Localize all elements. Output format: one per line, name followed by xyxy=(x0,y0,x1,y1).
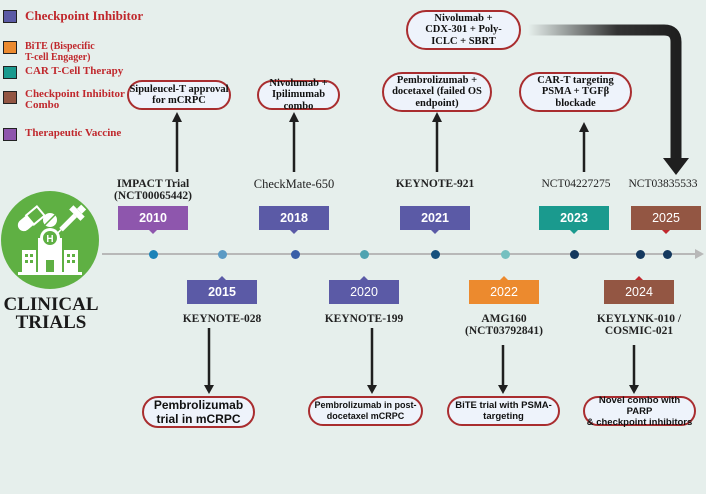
trial-name-2022: AMG160 (NCT03792841) xyxy=(465,313,543,337)
event-description-2021: Pembrolizumab + docetaxel (failed OS end… xyxy=(382,72,492,112)
big-arrowhead-2025 xyxy=(663,158,689,175)
legend-swatch-car-t xyxy=(3,66,17,79)
timeline-dot-2023[interactable] xyxy=(569,250,579,259)
big-arrow-2025 xyxy=(528,24,682,160)
arrow-up-2023 xyxy=(579,122,589,172)
legend-label: Checkpoint Inhibitor Combo xyxy=(25,88,125,111)
timeline-dot-2022[interactable] xyxy=(500,250,510,259)
timeline-arrowhead xyxy=(695,249,704,259)
legend-label: Checkpoint Inhibitor xyxy=(25,8,144,23)
event-description-2018: Nivolumab + Ipilimumab combo xyxy=(257,78,340,112)
timeline-dot-2025[interactable] xyxy=(662,250,672,259)
event-description-2015: Pembrolizumab trial in mCRPC xyxy=(142,396,255,428)
event-description-2010: Sipuleucel-T approval for mCRPC xyxy=(127,80,231,110)
arrow-up-2018 xyxy=(289,112,299,172)
arrow-down-2022 xyxy=(498,345,508,394)
page-title: CLINICAL TRIALS xyxy=(3,294,99,333)
svg-text:H: H xyxy=(46,234,53,245)
trial-name-2025: NCT03835533 xyxy=(628,178,698,190)
legend-swatch-bite xyxy=(3,41,17,54)
event-description-2020: Pembrolizumab in post- docetaxel mCRPC xyxy=(308,396,423,426)
year-box-2020: 2020 xyxy=(329,276,399,304)
year-box-2018: 2018 xyxy=(259,206,329,234)
arrow-up-2010 xyxy=(172,112,182,172)
legend-label: Therapeutic Vaccine xyxy=(25,127,122,139)
timeline-dot-2024[interactable] xyxy=(635,250,645,259)
event-description-2022: BiTE trial with PSMA- targeting xyxy=(447,396,560,426)
arrow-down-2015 xyxy=(204,328,214,394)
year-box-2015: 2015 xyxy=(187,276,257,304)
legend-swatch-therapeutic-vaccine xyxy=(3,128,17,141)
trial-name-2023: NCT04227275 xyxy=(541,178,611,190)
year-box-2025: 2025 xyxy=(631,206,701,234)
event-description-2025: Nivolumab + CDX-301 + Poly- ICLC + SBRT xyxy=(406,10,521,50)
trial-name-2024: KEYLYNK-010 / COSMIC-021 xyxy=(596,313,682,337)
legend-label: BiTE (Bispecific T-cell Engager) xyxy=(25,41,95,63)
trial-name-2020: KEYNOTE-199 xyxy=(324,313,404,325)
timeline-dot-2018[interactable] xyxy=(290,250,300,259)
year-box-2023: 2023 xyxy=(539,206,609,234)
year-box-2022: 2022 xyxy=(469,276,539,304)
event-description-2024: Novel combo with PARP & checkpoint inhib… xyxy=(583,395,696,428)
trial-name-2021: KEYNOTE-921 xyxy=(395,178,475,190)
arrow-up-2021 xyxy=(432,112,442,172)
trial-name-2010: IMPACT Trial (NCT00065442) xyxy=(114,178,192,202)
hospital-pills-syringe-icon: H xyxy=(1,191,99,289)
trial-name-2015: KEYNOTE-028 xyxy=(182,313,262,325)
arrow-down-2020 xyxy=(367,328,377,394)
timeline-dot-2021[interactable] xyxy=(430,250,440,259)
legend-label: CAR T-Cell Therapy xyxy=(25,65,124,77)
timeline-dot-2010[interactable] xyxy=(148,250,158,259)
arrow-down-2024 xyxy=(629,345,639,394)
year-box-2010: 2010 xyxy=(118,206,188,234)
legend-swatch-checkpoint-inhibitor xyxy=(3,10,17,23)
timeline-dot-2020[interactable] xyxy=(359,250,369,259)
legend-swatch-checkpoint-combo xyxy=(3,91,17,104)
timeline-dot-2015[interactable] xyxy=(217,250,227,259)
trial-name-2018: CheckMate-650 xyxy=(253,177,335,191)
event-description-2023: CAR-T targeting PSMA + TGFβ blockade xyxy=(519,72,632,112)
year-box-2024: 2024 xyxy=(604,276,674,304)
year-box-2021: 2021 xyxy=(400,206,470,234)
